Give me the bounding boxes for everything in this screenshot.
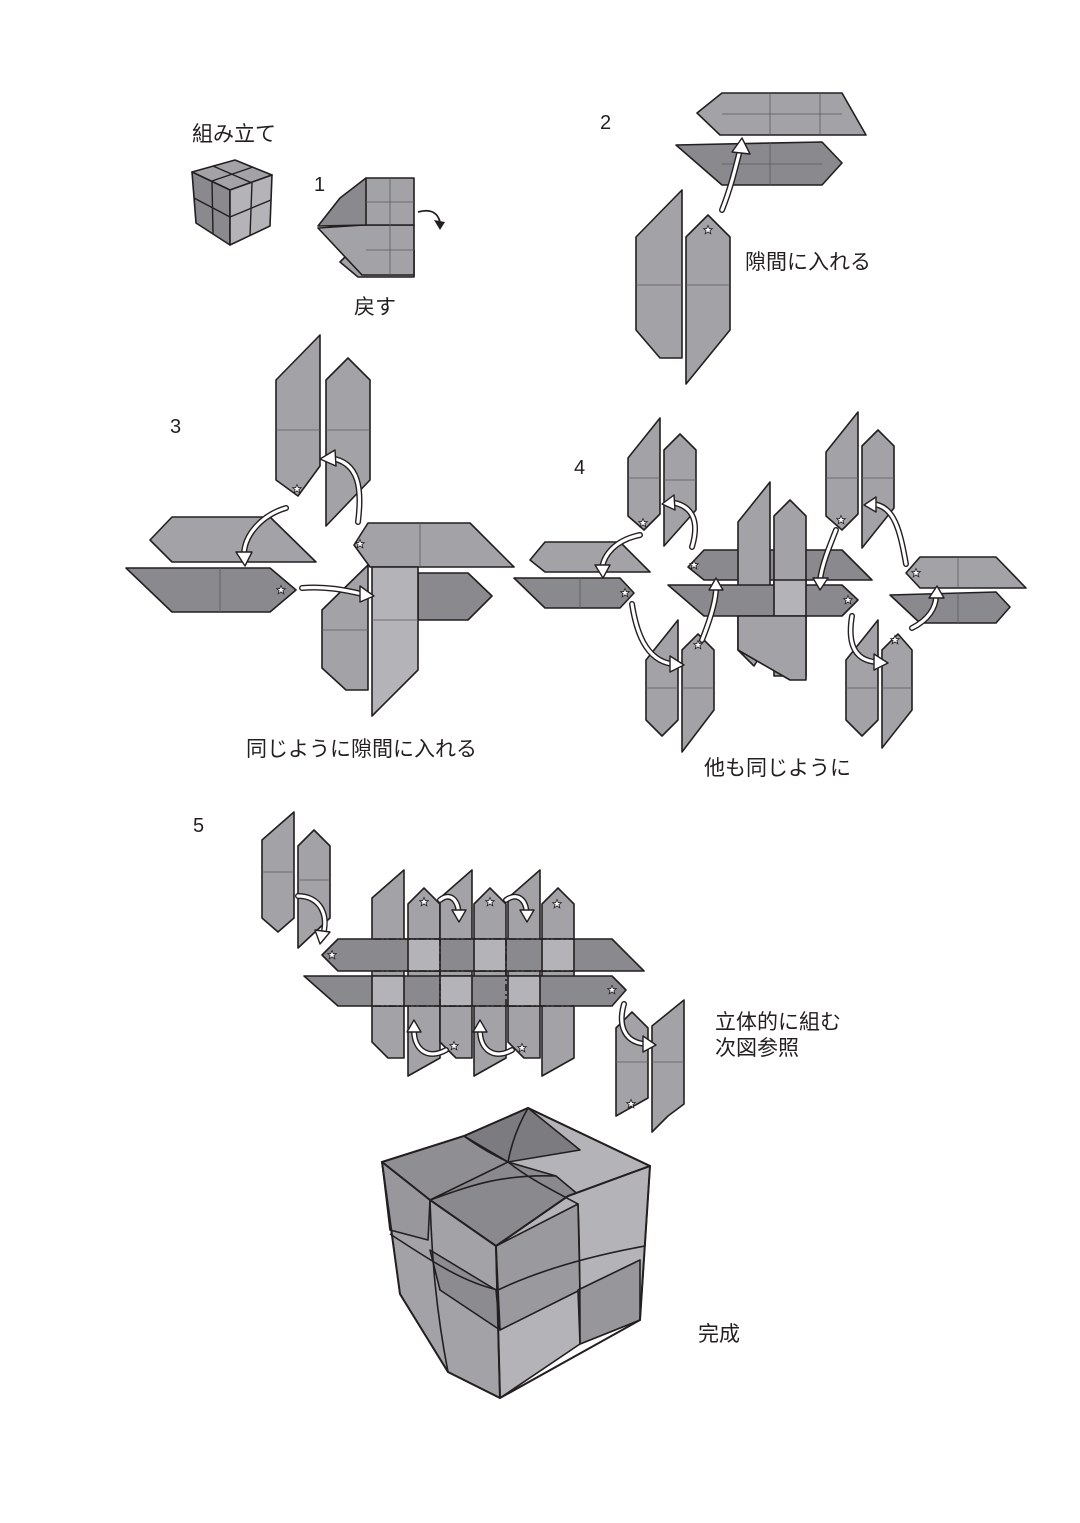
step5-caption-line2: 次図参照: [715, 1036, 799, 1060]
step-number-1: 1: [314, 174, 326, 196]
complete-label: 完成: [698, 1322, 740, 1346]
step-number-2: 2: [600, 112, 612, 134]
small-cube-icon: [191, 159, 273, 246]
step-number-5: 5: [193, 815, 205, 837]
step3-caption: 同じように隙間に入れる: [246, 737, 477, 761]
completed-cube: [380, 1106, 652, 1400]
step5-diagram: [261, 811, 685, 1133]
step2-diagram: [635, 92, 867, 385]
step5-caption-line1: 立体的に組む: [715, 1010, 841, 1034]
step-number-4: 4: [574, 457, 586, 479]
step-number-3: 3: [170, 416, 182, 438]
step4-caption: 他も同じように: [704, 756, 851, 780]
step4-diagram: [513, 411, 1027, 753]
step3-diagram: [125, 334, 515, 717]
step1-caption: 戻す: [354, 295, 396, 319]
step2-caption: 隙間に入れる: [745, 250, 871, 274]
step1-diagram: [317, 177, 445, 278]
assembly-label: 組み立て: [192, 122, 276, 146]
